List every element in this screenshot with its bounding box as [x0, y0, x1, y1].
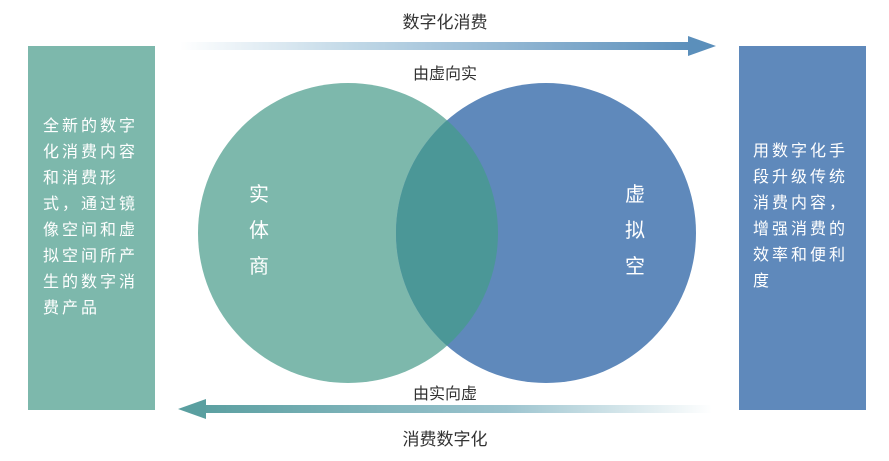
- circle-overlap: [396, 83, 498, 383]
- top-flow-label: 由虚向实: [412, 64, 477, 83]
- right-circle-label: 虚拟空: [625, 182, 645, 278]
- bottom-arrow: [178, 399, 712, 419]
- right-description-text: 用数字化手段升级传统消费内容，增强消费的效率和便利度: [753, 141, 849, 290]
- top-arrow-label: 数字化消费: [402, 13, 488, 33]
- bottom-flow-label: 由实向虚: [412, 384, 477, 403]
- right-description-box: 用数字化手段升级传统消费内容，增强消费的效率和便利度: [739, 46, 866, 410]
- left-circle-label: 实体商: [249, 182, 269, 278]
- bottom-arrow-label: 消费数字化: [402, 430, 488, 450]
- left-description-box: 全新的数字化消费内容和消费形式，通过镜像空间和虚拟空间所产生的数字消费产品: [28, 46, 155, 410]
- left-description-text: 全新的数字化消费内容和消费形式，通过镜像空间和虚拟空间所产生的数字消费产品: [43, 116, 139, 317]
- top-arrow: [180, 36, 716, 56]
